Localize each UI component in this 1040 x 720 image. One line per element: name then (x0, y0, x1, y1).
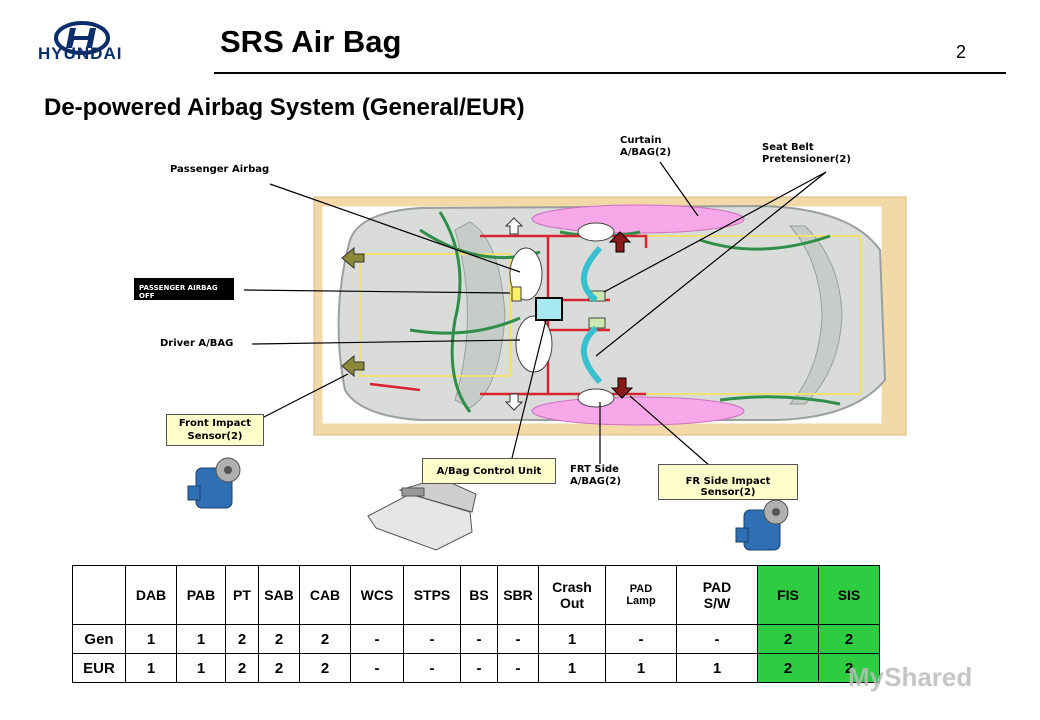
table-header-cell: BS (460, 565, 498, 625)
door-marker-upper (504, 217, 524, 235)
table-cell: - (403, 624, 461, 654)
page-number: 2 (956, 42, 967, 62)
leader-pad-off (243, 289, 511, 294)
leader-driver-abag (251, 339, 521, 345)
table-header-cell: WCS (350, 565, 404, 625)
brand-wordmark: HYUNDAI (38, 44, 123, 63)
car-rear-window (788, 225, 843, 405)
label-fr-side-impact-sensor: FR Side Impact Sensor(2) (658, 464, 798, 500)
table-cell: 2 (225, 624, 259, 654)
airbag-spec-table: DAB PAB PT SAB CAB WCS STPS BS SBR Crash… (72, 565, 880, 683)
watermark: MyShared (848, 662, 973, 692)
table-cell: 1 (538, 653, 606, 683)
yellow-harness (359, 253, 511, 377)
side-impact-sensor-lower (610, 377, 634, 399)
table-header-cell: DAB (125, 565, 177, 625)
table-cell: 2 (818, 624, 880, 654)
table-row: EUR 1 1 2 2 2 - - - - 1 1 1 2 2 (72, 653, 880, 683)
curtain-airbag-upper (531, 204, 745, 234)
label-curtain-abag: Curtain A/BAG(2) (620, 135, 672, 158)
abag-control-unit-block (535, 297, 563, 321)
yellow-harness-rear (540, 235, 861, 395)
table-cell: EUR (72, 653, 126, 683)
leader-passenger-airbag (269, 183, 521, 273)
table-cell: 2 (757, 624, 819, 654)
label-front-impact-sensor: Front Impact Sensor(2) (166, 414, 264, 446)
table-header-cell: SBR (497, 565, 539, 625)
hyundai-logo (54, 21, 110, 55)
table-cell: - (497, 624, 539, 654)
table-header-cell: SIS (818, 565, 880, 625)
front-side-airbag-lower (577, 388, 615, 408)
pad-lamp-block (511, 286, 522, 302)
table-header-cell: PAD Lamp (605, 565, 677, 625)
table-cell: - (350, 624, 404, 654)
section-subtitle: De-powered Airbag System (General/EUR) (44, 94, 525, 121)
front-impact-sensor-lower (341, 354, 365, 378)
side-impact-sensor-illustration (735, 499, 789, 551)
table-header-cell: FIS (757, 565, 819, 625)
door-marker-lower (504, 393, 524, 411)
curtain-airbag-lower (531, 396, 745, 426)
table-cell: - (605, 624, 677, 654)
table-header-cell: PAB (176, 565, 226, 625)
table-cell: 1 (176, 624, 226, 654)
table-cell: 2 (818, 653, 880, 683)
leader-curtain (659, 161, 699, 217)
label-frt-side-abag: FRT Side A/BAG(2) (570, 464, 622, 487)
table-header-cell (72, 565, 126, 625)
table-cell: 2 (258, 653, 300, 683)
label-driver-abag: Driver A/BAG (160, 338, 234, 349)
table-cell: - (497, 653, 539, 683)
pretensioner-lower (588, 317, 606, 329)
table-row: Gen 1 1 2 2 2 - - - - 1 - - 2 2 (72, 624, 880, 654)
driver-airbag (515, 315, 553, 373)
front-impact-sensor-illustration (187, 457, 241, 509)
leader-front-impact (261, 373, 349, 419)
table-cell: 1 (676, 653, 758, 683)
table-cell: - (350, 653, 404, 683)
table-cell: 2 (225, 653, 259, 683)
table-header-cell: CAB (299, 565, 351, 625)
table-cell: 2 (757, 653, 819, 683)
table-header-cell: STPS (403, 565, 461, 625)
table-cell: Gen (72, 624, 126, 654)
table-header-cell: Crash Out (538, 565, 606, 625)
table-cell: 1 (538, 624, 606, 654)
table-cell: 1 (605, 653, 677, 683)
front-impact-sensor-upper (341, 246, 365, 270)
header-divider (214, 72, 1006, 74)
table-header-cell: PAD S/W (676, 565, 758, 625)
table-header-cell: PT (225, 565, 259, 625)
table-header-row: DAB PAB PT SAB CAB WCS STPS BS SBR Crash… (72, 565, 880, 625)
leader-seatbelt-1 (603, 171, 827, 293)
table-cell: 1 (125, 624, 177, 654)
table-cell: - (676, 624, 758, 654)
seat-belt-cyan (580, 245, 603, 385)
label-seat-belt-pretensioner: Seat Belt Pretensioner(2) (762, 142, 851, 165)
leader-fr-side-impact (629, 395, 711, 467)
table-cell: 1 (125, 653, 177, 683)
side-impact-sensor-upper (608, 231, 632, 253)
front-side-airbag-upper (577, 222, 615, 242)
label-abag-control-unit: A/Bag Control Unit (422, 458, 556, 484)
table-cell: 2 (258, 624, 300, 654)
table-cell: 1 (176, 653, 226, 683)
control-unit-illustration (367, 477, 477, 551)
table-cell: 2 (299, 653, 351, 683)
passenger-airbag-off-indicator: PASSENGER AIRBAG OFF (134, 278, 234, 300)
table-header-cell: SAB (258, 565, 300, 625)
leader-lines (243, 161, 827, 467)
page-title: SRS Air Bag (220, 24, 402, 59)
table-cell: 2 (299, 624, 351, 654)
table-cell: - (460, 653, 498, 683)
table-cell: - (460, 624, 498, 654)
leader-control-unit (511, 319, 547, 459)
leader-seatbelt-2 (595, 171, 827, 357)
label-passenger-airbag: Passenger Airbag (170, 164, 270, 175)
table-cell: - (403, 653, 461, 683)
